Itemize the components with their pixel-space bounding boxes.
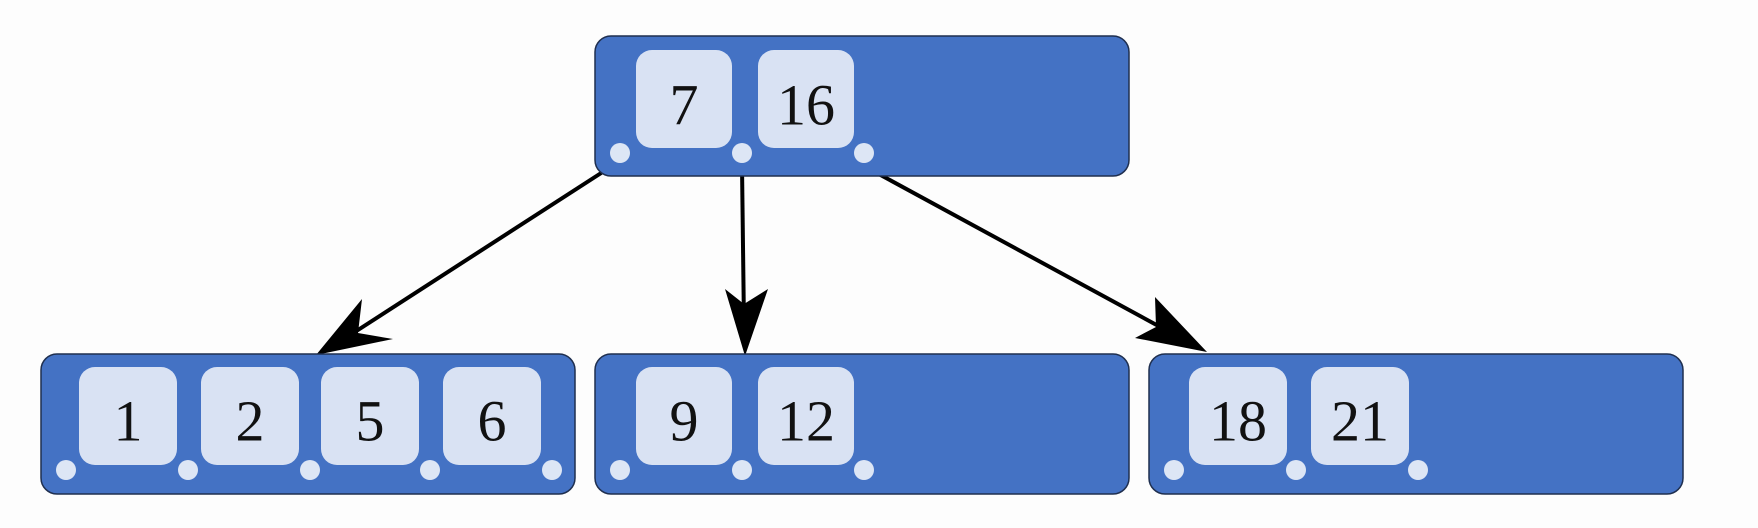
edge-root-to-child-1 — [316, 164, 614, 355]
pointer-dot — [300, 460, 320, 480]
pointer-dot — [420, 460, 440, 480]
key-cell: 5 — [321, 367, 419, 465]
key-cell: 18 — [1189, 367, 1287, 465]
pointer-dot — [1408, 460, 1428, 480]
edges — [316, 164, 1207, 356]
edge-root-to-child-2 — [725, 165, 768, 356]
root-node: 7 16 — [594, 35, 1130, 177]
key-cell: 6 — [443, 367, 541, 465]
key-cell: 21 — [1311, 367, 1409, 465]
key-label: 9 — [670, 389, 699, 454]
pointer-dot — [178, 460, 198, 480]
edge-root-to-child-3 — [863, 164, 1207, 352]
child-node-1: 1 2 5 6 — [40, 353, 576, 495]
pointer-dot — [1164, 460, 1184, 480]
child-node-2: 9 12 — [594, 353, 1130, 495]
pointer-dot — [854, 143, 874, 163]
key-cell: 9 — [636, 367, 732, 465]
pointer-dot — [854, 460, 874, 480]
key-cell: 7 — [636, 50, 732, 148]
key-label: 21 — [1331, 389, 1389, 454]
pointer-dot — [732, 460, 752, 480]
pointer-dot — [732, 143, 752, 163]
child-node-3: 18 21 — [1148, 353, 1684, 495]
key-cell: 16 — [758, 50, 854, 148]
key-label: 18 — [1209, 389, 1267, 454]
key-label: 2 — [236, 389, 265, 454]
pointer-dot — [542, 460, 562, 480]
key-cell: 1 — [79, 367, 177, 465]
key-cell: 2 — [201, 367, 299, 465]
pointer-dot — [610, 143, 630, 163]
key-label: 7 — [670, 73, 699, 138]
key-label: 16 — [777, 73, 835, 138]
key-label: 5 — [356, 389, 385, 454]
key-label: 1 — [114, 389, 143, 454]
pointer-dot — [1286, 460, 1306, 480]
key-cell: 12 — [758, 367, 854, 465]
key-label: 6 — [478, 389, 507, 454]
pointer-dot — [610, 460, 630, 480]
key-label: 12 — [777, 389, 835, 454]
pointer-dot — [56, 460, 76, 480]
